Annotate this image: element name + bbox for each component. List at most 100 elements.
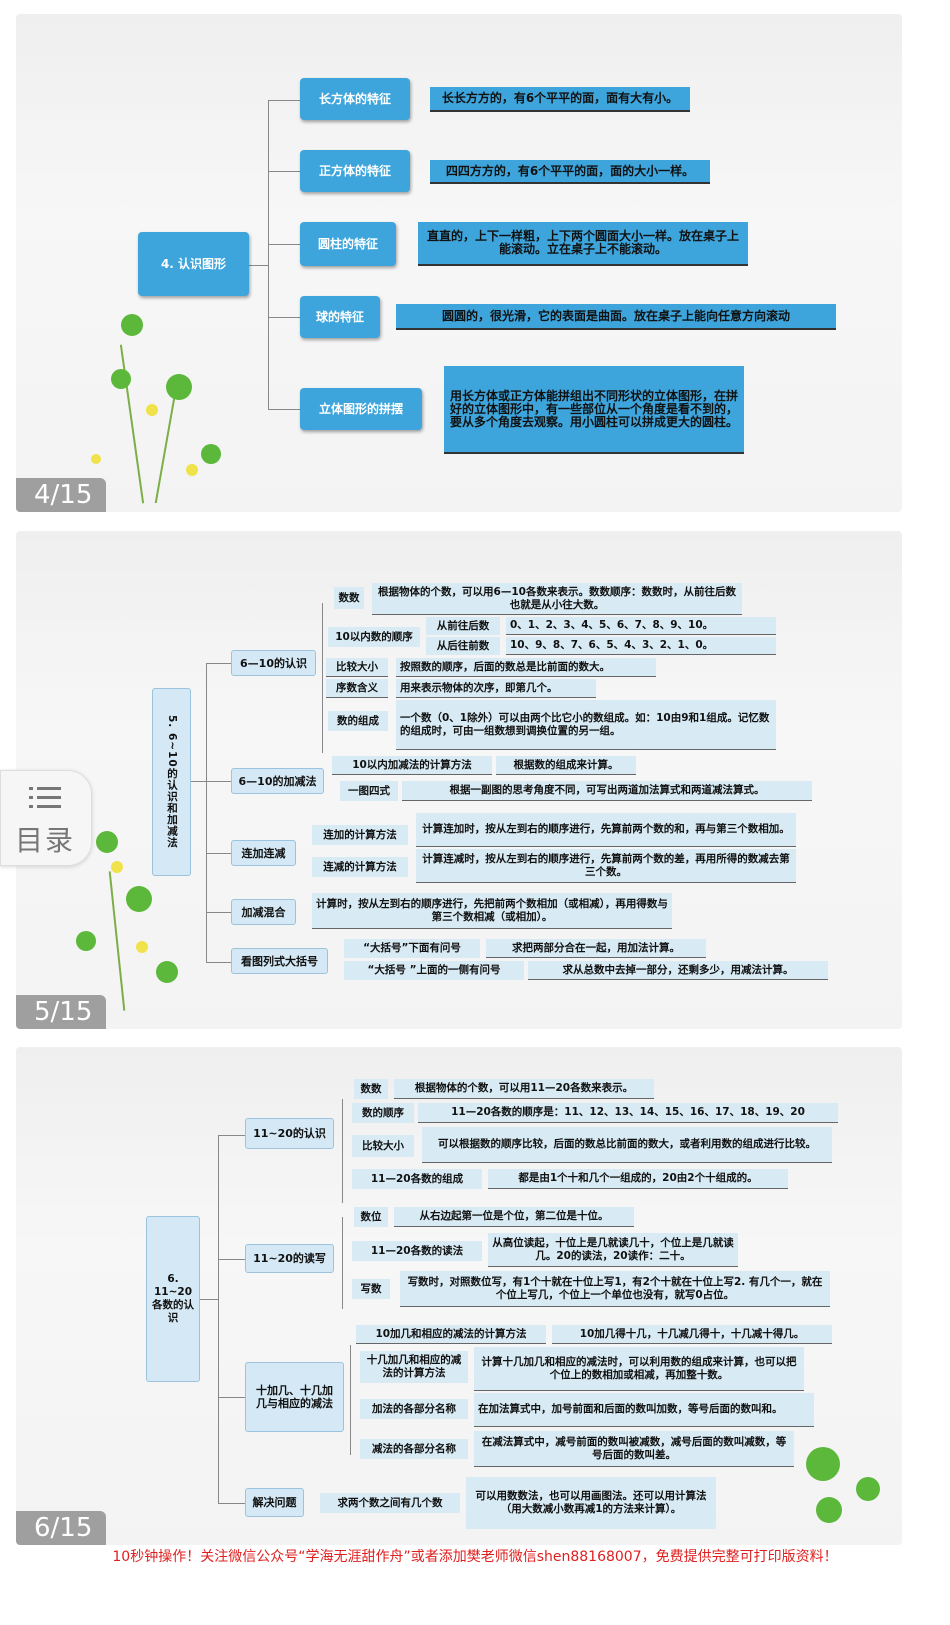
topic-text: 都是由1个十和几个一组成的，20由2个十组成的。 — [488, 1169, 788, 1189]
topic-label: 数的顺序 — [352, 1103, 414, 1123]
category-node[interactable]: 11~20的读写 — [245, 1244, 334, 1273]
category-node[interactable]: 解决问题 — [245, 1488, 304, 1517]
topic-label: 序数含义 — [326, 679, 388, 698]
topic-text: 可以根据数的顺序比较，后面的数总比前面的数大，或者利用数的组成进行比较。 — [422, 1127, 832, 1163]
slide-6[interactable]: 6. 11~20各数的认识 11~20的认识 11~20的读写 十加几、十几加几… — [16, 1047, 902, 1545]
topic-label: 数的组成 — [328, 711, 388, 731]
topic-text: 11—20各数的顺序是：11、12、13、14、15、16、17、18、19、2… — [418, 1103, 838, 1123]
connector — [206, 853, 231, 854]
topic-label: 一图四式 — [340, 781, 398, 801]
topic-text: 根据物体的个数，可以用11—20各数来表示。 — [394, 1079, 654, 1099]
topic-text: 在减法算式中，减号前面的数叫被减数，减号后面的数叫减数，等号后面的数叫差。 — [474, 1431, 794, 1467]
topic-label: 10以内加减法的计算方法 — [332, 756, 492, 775]
category-node[interactable]: 十加几、十几加几与相应的减法 — [245, 1362, 344, 1432]
branch-node[interactable]: 立体图形的拼摆 — [300, 388, 422, 430]
topic-text: 求把两部分合在一起，用加法计算。 — [486, 939, 706, 958]
root-node[interactable]: 5. 6~10的认识和加减法 — [152, 688, 191, 876]
root-node[interactable]: 4. 认识图形 — [138, 232, 249, 296]
clover-icon — [201, 444, 221, 464]
topic-label: 写数 — [352, 1279, 390, 1299]
topic-text: 在加法算式中，加号前面和后面的数叫加数，等号后面的数叫和。 — [474, 1393, 814, 1427]
branch-node[interactable]: 长方体的特征 — [300, 78, 410, 120]
leaf-text: 长长方方的，有6个平平的面，面有大有小。 — [430, 87, 690, 112]
topic-label: “大括号 ”上面的一侧有问号 — [344, 961, 524, 980]
topic-label: 数位 — [354, 1207, 388, 1227]
flower-icon — [186, 464, 198, 476]
connector — [322, 603, 323, 753]
flower-icon — [146, 404, 158, 416]
topic-text: 按照数的顺序，后面的数总是比前面的数大。 — [396, 658, 656, 677]
slide-4[interactable]: 4. 认识图形 长方体的特征 长长方方的，有6个平平的面，面有大有小。 正方体的… — [16, 14, 902, 512]
clover-icon — [816, 1497, 842, 1523]
leaf-text: 用长方体或正方体能拼组出不同形状的立体图形，在拼好的立体图形中，有一些部位从一个… — [444, 366, 744, 454]
topic-text: 写数时，对照数位写，有1个十就在十位上写1，有2个十就在十位上写2. 有几个一，… — [400, 1271, 830, 1307]
category-node[interactable]: 6—10的加减法 — [231, 768, 324, 794]
connector — [268, 171, 300, 172]
page-indicator: 6/15 — [16, 1511, 106, 1545]
connector — [342, 1099, 343, 1203]
topic-label: 十几加几和相应的减法的计算方法 — [360, 1351, 468, 1383]
category-node[interactable]: 看图列式大括号 — [231, 948, 328, 974]
connector — [268, 409, 300, 410]
topic-label: 从后往前数 — [426, 637, 500, 655]
plant-stem — [108, 871, 126, 1011]
topic-text: 从右边起第一位是个位，第二位是十位。 — [394, 1207, 634, 1227]
connector — [206, 663, 207, 963]
topic-label: 加法的各部分名称 — [360, 1399, 468, 1419]
topic-text: 从高位读起，十位上是几就读几十，个位上是几就读几。20的读法，20读作：二十。 — [488, 1233, 738, 1267]
topic-label: 连加的计算方法 — [312, 825, 408, 845]
catalog-button[interactable]: 目录 — [0, 770, 92, 866]
branch-node[interactable]: 圆柱的特征 — [300, 222, 396, 266]
topic-text: 用来表示物体的次序，即第几个。 — [396, 679, 596, 698]
connector — [206, 781, 231, 782]
topic-text: 求从总数中去掉一部分，还剩多少，用减法计算。 — [528, 961, 828, 980]
topic-label: 10加几和相应的减法的计算方法 — [356, 1325, 546, 1344]
topic-label: 11—20各数的组成 — [352, 1169, 482, 1189]
topic-text: 0、1、2、3、4、5、6、7、8、9、10。 — [506, 617, 776, 635]
flower-icon — [91, 454, 101, 464]
clover-icon — [166, 374, 192, 400]
clover-icon — [156, 961, 178, 983]
category-node[interactable]: 11~20的认识 — [245, 1118, 334, 1149]
leaf-text: 直直的，上下一样粗，上下两个圆面大小一样。放在桌子上能滚动。立在桌子上不能滚动。 — [418, 222, 748, 266]
topic-label: 数数 — [354, 1079, 388, 1099]
topic-label: 11—20各数的读法 — [352, 1241, 482, 1261]
category-node[interactable]: 连加连减 — [231, 840, 296, 866]
branch-node[interactable]: 球的特征 — [300, 296, 380, 338]
topic-label: 求两个数之间有几个数 — [320, 1493, 460, 1513]
connector — [200, 1299, 219, 1300]
connector — [350, 1345, 351, 1455]
connector — [268, 100, 300, 101]
connector — [206, 962, 231, 963]
clover-icon — [806, 1447, 840, 1481]
catalog-label: 目录 — [15, 824, 76, 857]
slide-5[interactable]: 5. 6~10的认识和加减法 6—10的认识 6—10的加减法 连加连减 加减混… — [16, 531, 902, 1029]
connector — [206, 663, 231, 664]
category-node[interactable]: 加减混合 — [231, 899, 296, 925]
root-node[interactable]: 6. 11~20各数的认识 — [146, 1216, 200, 1382]
page-indicator: 5/15 — [16, 995, 106, 1029]
topic-text: 根据数的组成来计算。 — [496, 756, 636, 775]
leaf-text: 圆圆的，很光滑，它的表面是曲面。放在桌子上能向任意方向滚动 — [396, 304, 836, 330]
clover-icon — [111, 369, 131, 389]
connector — [342, 1217, 343, 1309]
connector — [268, 100, 269, 410]
clover-icon — [856, 1477, 880, 1501]
branch-node[interactable]: 正方体的特征 — [300, 150, 410, 192]
connector — [218, 1135, 245, 1136]
topic-label: 10以内数的顺序 — [328, 627, 420, 647]
topic-text: 一个数（0、1除外）可以由两个比它小的数组成。如：10由9和1组成。记忆数的组成… — [396, 700, 776, 750]
connector — [191, 781, 207, 782]
connector — [218, 1135, 219, 1503]
category-node[interactable]: 6—10的认识 — [231, 650, 316, 676]
flower-icon — [136, 941, 148, 953]
topic-label: 数数 — [334, 587, 364, 609]
clover-icon — [126, 886, 152, 912]
clover-icon — [96, 831, 118, 853]
topic-text: 计算十几加几和相应的减法时，可以利用数的组成来计算，也可以把个位上的数相加或相减… — [474, 1347, 804, 1391]
leaf-text: 四四方方的，有6个平平的面，面的大小一样。 — [430, 160, 710, 184]
connector — [218, 1397, 245, 1398]
topic-label: 减法的各部分名称 — [360, 1439, 468, 1459]
connector — [218, 1503, 245, 1504]
connector — [206, 912, 231, 913]
